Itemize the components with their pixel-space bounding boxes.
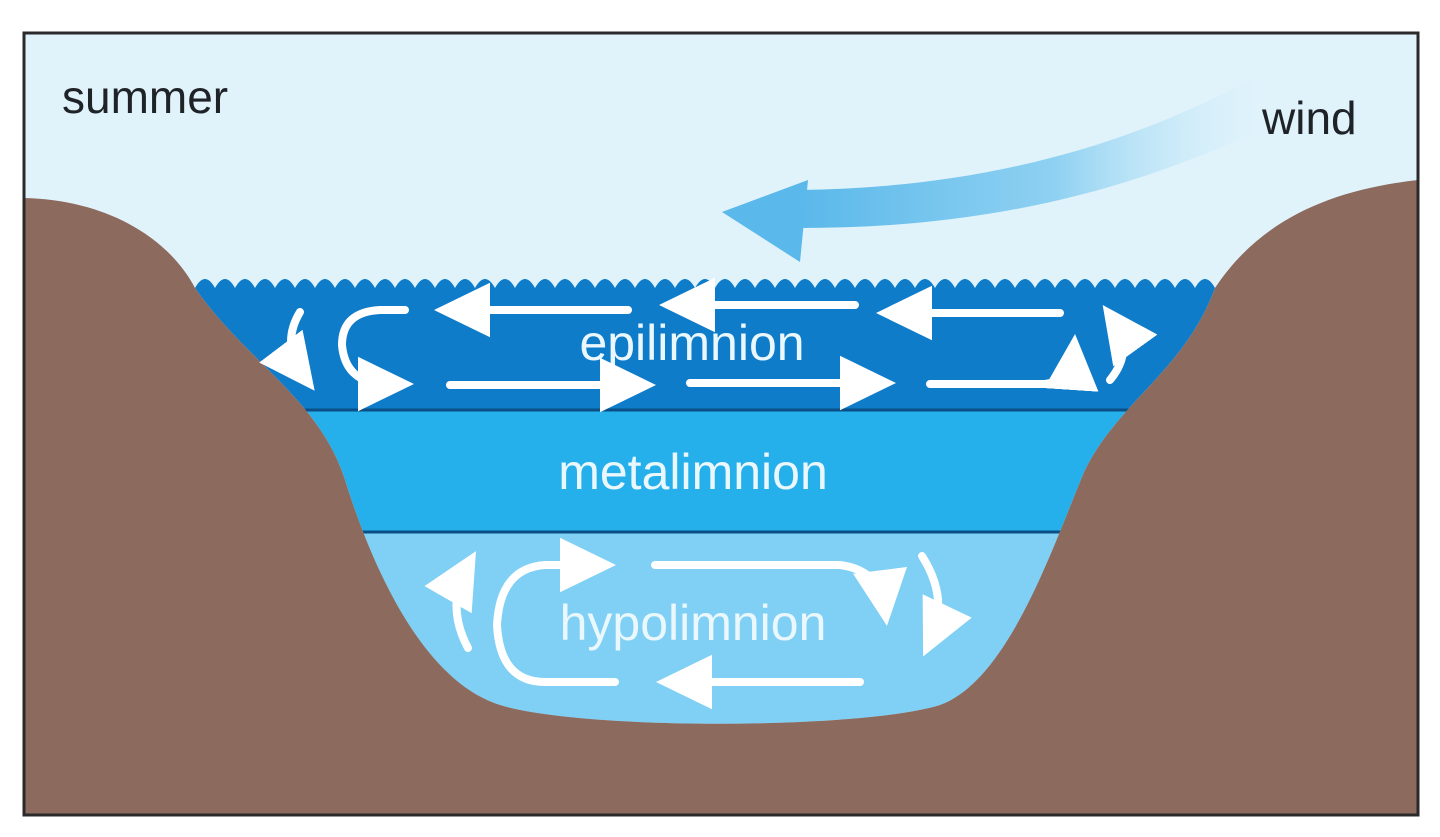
wind-label: wind [1261,92,1357,144]
diagram-frame [22,31,1420,817]
hypo-flow-arrow-left-loop [492,537,619,686]
wave-scallops [195,279,1215,288]
hypo-flow-arrow-top-right-curve [651,561,908,626]
metalimnion-label: metalimnion [558,444,828,500]
hypo-flow-arrow-far-right [918,552,972,657]
epi-flow-arrow-far-left [259,308,315,391]
season-label: summer [62,71,228,123]
epi-flow-arrow-bottom-right-curve [926,334,1099,392]
hypo-flow-arrow-far-left [424,551,476,652]
hypolimnion-label: hypolimnion [560,595,827,651]
wind-arrow [722,80,1260,262]
metalimnion-layer [195,410,1215,532]
epilimnion-label: epilimnion [579,315,804,371]
epi-flow-arrow-far-right [1102,305,1158,384]
epilimnion-circulation [259,277,1158,413]
ground [24,180,1418,815]
epi-flow-arrow-left-loop [337,306,414,412]
hypolimnion-circulation [424,537,972,710]
water-surface-waves [195,279,1215,288]
